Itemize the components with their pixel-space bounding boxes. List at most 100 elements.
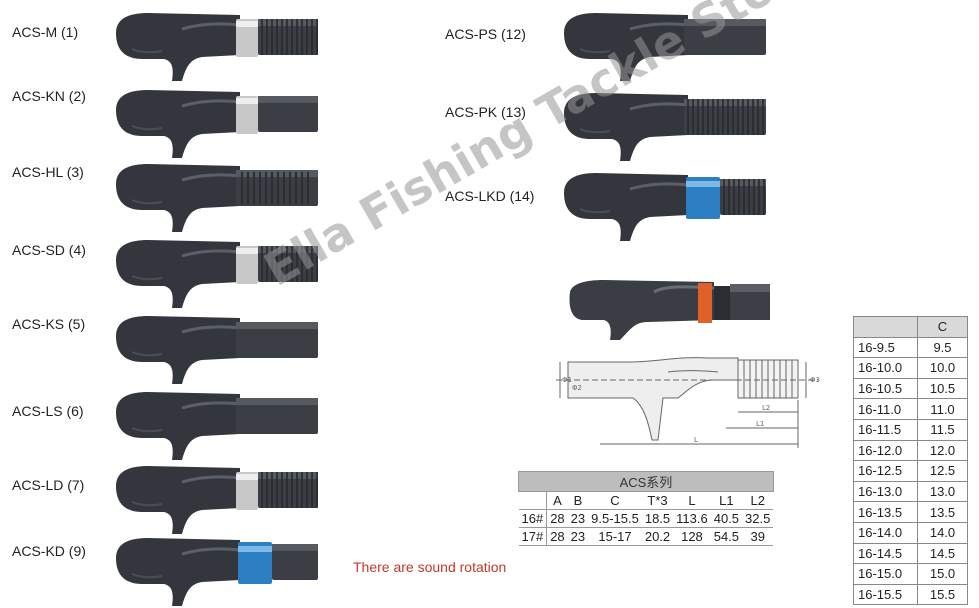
acs-spec-table: ACS系列 A B C T*3 L L1 L2 16# 28 23 9.5-15… (518, 471, 774, 546)
acs-cell: 16# (518, 509, 548, 528)
dim-label-l1: L1 (756, 420, 764, 428)
handle-image-acs-kn (116, 90, 318, 158)
acs-cell: 20.2 (641, 527, 674, 546)
c-table-header-row: C (853, 316, 968, 338)
c-value-cell: 13.0 (917, 480, 968, 503)
acs-cell: 28 (546, 527, 568, 546)
c-key-cell: 16-11.0 (853, 398, 918, 420)
handle-image-orange-ring (569, 280, 770, 340)
c-key-cell: 16-13.5 (853, 501, 918, 523)
model-label-acs-ls: ACS-LS (6) (12, 403, 84, 419)
acs-cell: 54.5 (710, 527, 743, 546)
handle-image-acs-lkd (564, 173, 766, 241)
c-key-cell: 16-10.0 (853, 357, 918, 379)
c-key-cell: 16-12.0 (853, 439, 918, 462)
c-key-cell: 16-15.0 (853, 563, 918, 585)
c-value-cell: 10.0 (917, 357, 968, 379)
table-row: 17# 28 23 15-17 20.2 128 54.5 39 (518, 527, 774, 546)
acs-cell: 17# (518, 527, 548, 546)
model-label-acs-ps: ACS-PS (12) (445, 26, 526, 42)
acs-cell: 113.6 (673, 509, 711, 528)
acs-table-title: ACS系列 (518, 471, 774, 492)
model-label-acs-sd: ACS-SD (4) (12, 242, 86, 258)
acs-table-header-row: A B C T*3 L L1 L2 (518, 491, 774, 510)
model-label-acs-ks: ACS-KS (5) (12, 316, 86, 332)
dim-label-d1: Φ1 (562, 376, 572, 384)
c-key-cell: 16-9.5 (853, 336, 918, 359)
model-label-acs-pk: ACS-PK (13) (445, 104, 526, 120)
c-value-cell: 11.5 (917, 418, 968, 441)
c-value-cell: 15.5 (917, 583, 968, 606)
acs-cell: 32.5 (742, 509, 774, 528)
acs-header-cell: L1 (710, 491, 743, 510)
handle-image-acs-hl (116, 164, 318, 232)
acs-header-cell: L (673, 491, 711, 510)
c-value-cell: 15.0 (917, 563, 968, 585)
c-value-cell: 14.0 (917, 521, 968, 544)
sound-rotation-note: There are sound rotation (353, 559, 507, 575)
handle-image-acs-ld (116, 466, 318, 534)
dim-label-l2: L2 (762, 404, 770, 412)
acs-cell: 18.5 (641, 509, 674, 528)
technical-drawing: Φ1 Φ2 Φ3 L2 L1 L (556, 357, 820, 448)
acs-cell: 40.5 (710, 509, 743, 528)
acs-cell: 9.5-15.5 (588, 509, 642, 528)
c-value-cell: 14.5 (917, 542, 968, 565)
acs-header-cell: B (567, 491, 589, 510)
c-key-cell: 16-15.5 (853, 583, 918, 606)
model-label-acs-hl: ACS-HL (3) (12, 164, 84, 180)
model-label-acs-lkd: ACS-LKD (14) (445, 188, 535, 204)
acs-header-cell: L2 (742, 491, 774, 510)
c-key-cell: 16-14.5 (853, 542, 918, 565)
model-label-acs-m: ACS-M (1) (12, 24, 79, 40)
handle-image-acs-ls (116, 392, 318, 460)
handle-image-acs-sd (116, 240, 318, 308)
acs-cell: 28 (546, 509, 568, 528)
handle-image-acs-ps (564, 13, 766, 81)
handle-image-acs-pk (564, 93, 766, 161)
model-label-acs-kn: ACS-KN (2) (12, 88, 86, 104)
c-value-cell: 11.0 (917, 398, 968, 420)
acs-cell: 128 (673, 527, 711, 546)
handle-image-acs-kd (116, 538, 318, 606)
c-key-cell: 16-14.0 (853, 521, 918, 544)
dim-label-l: L (694, 436, 698, 444)
c-key-cell: 16-11.5 (853, 418, 918, 441)
handle-image-acs-ks (116, 316, 318, 384)
acs-cell: 23 (567, 509, 589, 528)
c-key-cell: 16-12.5 (853, 460, 918, 482)
c-header-cell (853, 316, 918, 338)
c-key-cell: 16-13.0 (853, 480, 918, 503)
c-key-cell: 16-10.5 (853, 377, 918, 400)
acs-cell: 15-17 (588, 527, 642, 546)
acs-header-cell: A (546, 491, 568, 510)
dim-label-d2: Φ2 (572, 384, 582, 392)
acs-cell: 23 (567, 527, 589, 546)
c-value-cell: 13.5 (917, 501, 968, 523)
c-value-cell: 9.5 (917, 336, 968, 359)
acs-cell: 39 (742, 527, 774, 546)
c-value-cell: 10.5 (917, 377, 968, 400)
acs-header-cell: C (588, 491, 642, 510)
c-value-cell: 12.5 (917, 460, 968, 482)
c-header-cell: C (917, 316, 968, 338)
handle-image-acs-m (116, 13, 318, 81)
model-label-acs-ld: ACS-LD (7) (12, 477, 85, 493)
c-value-cell: 12.0 (917, 439, 968, 462)
model-label-acs-kd: ACS-KD (9) (12, 543, 86, 559)
dim-label-d3: Φ3 (810, 376, 820, 384)
